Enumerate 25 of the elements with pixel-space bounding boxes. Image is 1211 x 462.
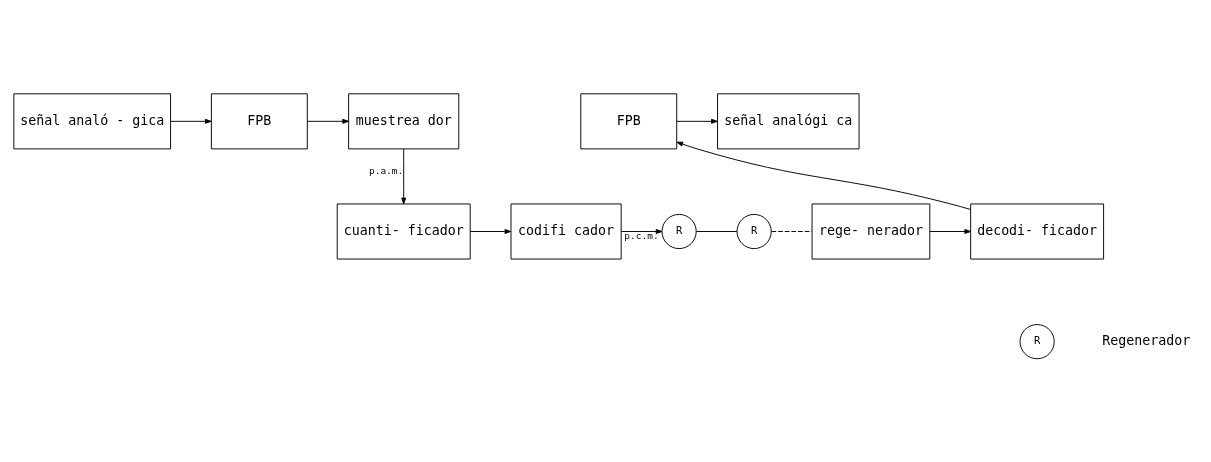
arrow: [469, 228, 512, 234]
node-box: codifi cador: [510, 203, 622, 259]
connector: [695, 230, 738, 232]
node-circle: R: [1019, 323, 1055, 359]
node-box: FPB: [580, 92, 678, 149]
arrow: [307, 118, 349, 124]
node-box: muestrea dor: [348, 92, 460, 149]
arrow: [620, 228, 663, 234]
arrow: [401, 148, 407, 204]
node-box: cuanti- ficador: [336, 203, 471, 259]
node-circle: R: [736, 213, 772, 249]
arrow: [929, 228, 972, 234]
node-box: señal analógi ca: [717, 92, 860, 149]
arrow: [170, 118, 212, 124]
edge-label: p.c.m.: [624, 229, 659, 241]
node-box: rege- nerador: [811, 203, 931, 259]
edge-label: p.a.m.: [368, 164, 404, 176]
node-circle: R: [661, 213, 697, 249]
node-label: Regenerador: [1102, 332, 1191, 348]
arrow: [676, 118, 718, 124]
connector: [771, 230, 813, 232]
node-box: señal analó - gica: [13, 92, 172, 149]
node-box: FPB: [210, 92, 308, 149]
arrow: [676, 141, 971, 210]
node-box: decodi- ficador: [970, 203, 1105, 259]
